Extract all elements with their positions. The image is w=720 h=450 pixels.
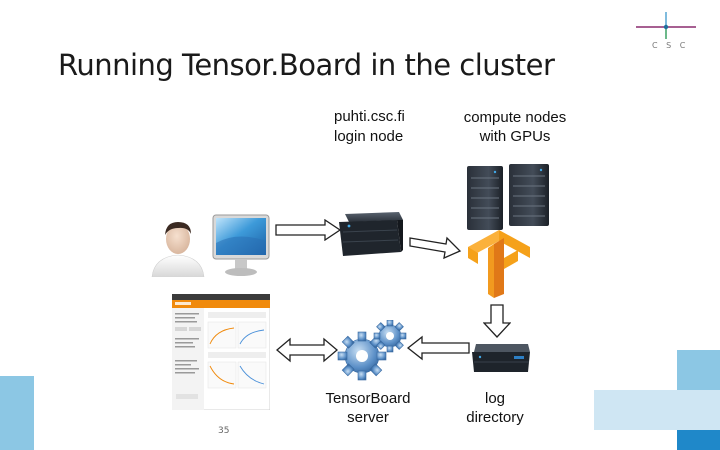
tensorflow-logo-icon [468,230,530,298]
login-host-label: puhti.csc.fi [334,108,405,125]
logo-text: C S C [652,41,689,50]
arrow-browser-tensorboard [275,337,339,363]
decor-tile-right-top [677,350,720,390]
arrow-to-tensorboard [406,335,470,361]
directory-label: directory [466,409,524,426]
gears-icon [337,320,407,381]
slide-title: Running Tensor.Board in the cluster [58,48,555,82]
login-server-icon [339,212,403,256]
decor-tile-right-bottom [677,430,720,450]
csc-logo [636,12,696,39]
browser-screenshot [172,294,270,410]
monitor-icon [212,214,270,276]
tensorboard-label: TensorBoard [325,390,411,407]
decor-tile-left [0,376,34,450]
log-label: log [484,390,506,407]
server-label: server [347,409,389,426]
compute-servers-icon [467,164,549,230]
login-node-label: login node [334,128,404,145]
arrow-to-log [483,304,511,338]
arrow-to-compute [409,236,462,260]
compute-gpus-label: with GPUs [479,128,551,145]
compute-nodes-label: compute nodes [463,109,567,126]
page-number: 35 [218,426,230,436]
user-icon [151,222,205,277]
storage-server-icon [472,344,530,372]
decor-tile-right-mid [594,390,720,430]
arrow-to-login [275,219,341,241]
